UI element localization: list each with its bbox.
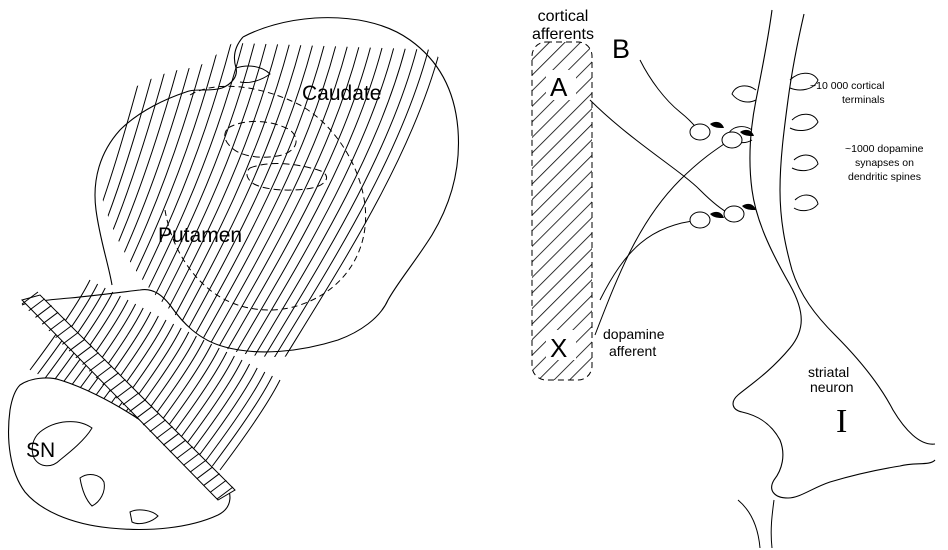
panel-b-neuron-diagram: cortical afferents B A X ~10 000 co [532,8,935,548]
striatal-neuron-lower-dendrite [738,500,774,548]
panel-a-striatum-diagram: Caudate Putamen SN [9,18,459,530]
nigral-fibre [167,352,227,442]
cortical-terminals-label-line2: terminals [842,94,885,106]
striatal-neuron-label-line1: striatal [808,364,849,380]
dopamine-synapses-label-line1: ~1000 dopamine [845,143,924,155]
nigral-fibre [212,376,272,466]
letter-i: I [836,403,847,440]
striatal-fibre [91,43,243,402]
cortical-axon [590,100,730,214]
striatal-fibre [190,48,394,454]
dopamine-afferent-axon [595,140,730,335]
panel-b-letter: B [612,34,630,64]
dopamine-afferent-label-line2: afferent [609,343,656,359]
cortical-afferents-label-line2: afferents [532,26,594,43]
nigral-fibre [190,364,250,454]
nigral-fibre [174,356,234,446]
striatal-fibre [83,43,231,398]
axon-b [640,60,698,130]
nigral-fibre [197,368,257,458]
dopamine-afferent-branch [600,220,700,300]
caudate-notch [236,66,270,83]
sn-label: SN [26,439,55,462]
nigral-fibre [205,372,265,462]
striatal-neuron-label-line2: neuron [810,379,854,395]
putamen-label: Putamen [158,224,242,247]
letter-x: X [550,333,567,363]
bouton-1 [690,124,710,140]
dopamine-synapses-label-line3: dendritic spines [848,171,921,183]
bouton-3 [690,212,710,228]
nigral-fibre [220,380,280,470]
striatal-fibre [68,42,208,390]
bouton-4 [724,206,744,222]
letter-a: A [550,72,568,102]
bouton-2 [722,132,742,148]
dopamine-synapses-label-line2: synapses on [855,157,914,169]
dopamine-afferent-label-line1: dopamine [603,326,665,342]
nigral-fibre [182,360,242,450]
caudate-label: Caudate [302,82,381,105]
cortical-afferents-label-line1: cortical [538,8,589,25]
cortical-terminals-label-line1: ~10 000 cortical [810,80,884,92]
